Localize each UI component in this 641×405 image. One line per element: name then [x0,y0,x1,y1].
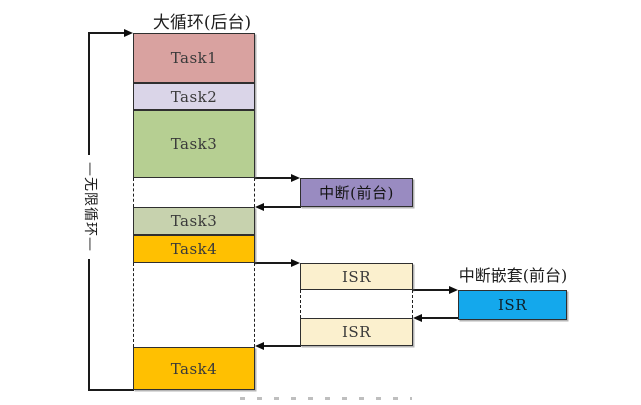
interrupt-return-arrowhead-icon [255,203,264,211]
loop-entry-arrowhead-icon [124,29,133,37]
interrupt-call-arrowhead-icon [291,174,300,182]
task1-box: Task1 [133,33,255,83]
isr-box-1: ISR [300,263,413,290]
loop-bottom-line [88,389,134,391]
nested-return-line [421,317,459,319]
nested-interrupt-title: 中断嵌套(前台) [458,266,568,285]
task4-box: Task4 [133,235,255,263]
isr-call-line [255,262,293,264]
interrupt-box: 中断(前台) [300,178,413,207]
nested-return-arrowhead-icon [413,314,422,322]
isr-return-arrowhead-icon [255,342,264,350]
task3-resume-box: Task3 [133,207,255,235]
idle-gap-interrupt [133,178,255,207]
nested-isr-box: ISR [458,290,567,320]
nested-call-line [413,289,451,291]
task2-box: Task2 [133,83,255,110]
idle-gap-isr [133,263,255,347]
isr-idle-gap [300,290,413,318]
clipped-caption-fragment [240,397,412,400]
infinite-loop-label: —无限循环— [81,155,99,259]
task3-box: Task3 [133,110,255,178]
loop-top-line [88,32,126,34]
interrupt-call-line [255,177,293,179]
isr-call-arrowhead-icon [291,259,300,267]
background-column-title: 大循环(后台) [152,13,252,33]
interrupt-return-line [263,206,301,208]
isr-box-2: ISR [300,318,413,346]
isr-return-line [263,345,301,347]
nested-call-arrowhead-icon [449,286,458,294]
task4-resume-box: Task4 [133,347,255,390]
